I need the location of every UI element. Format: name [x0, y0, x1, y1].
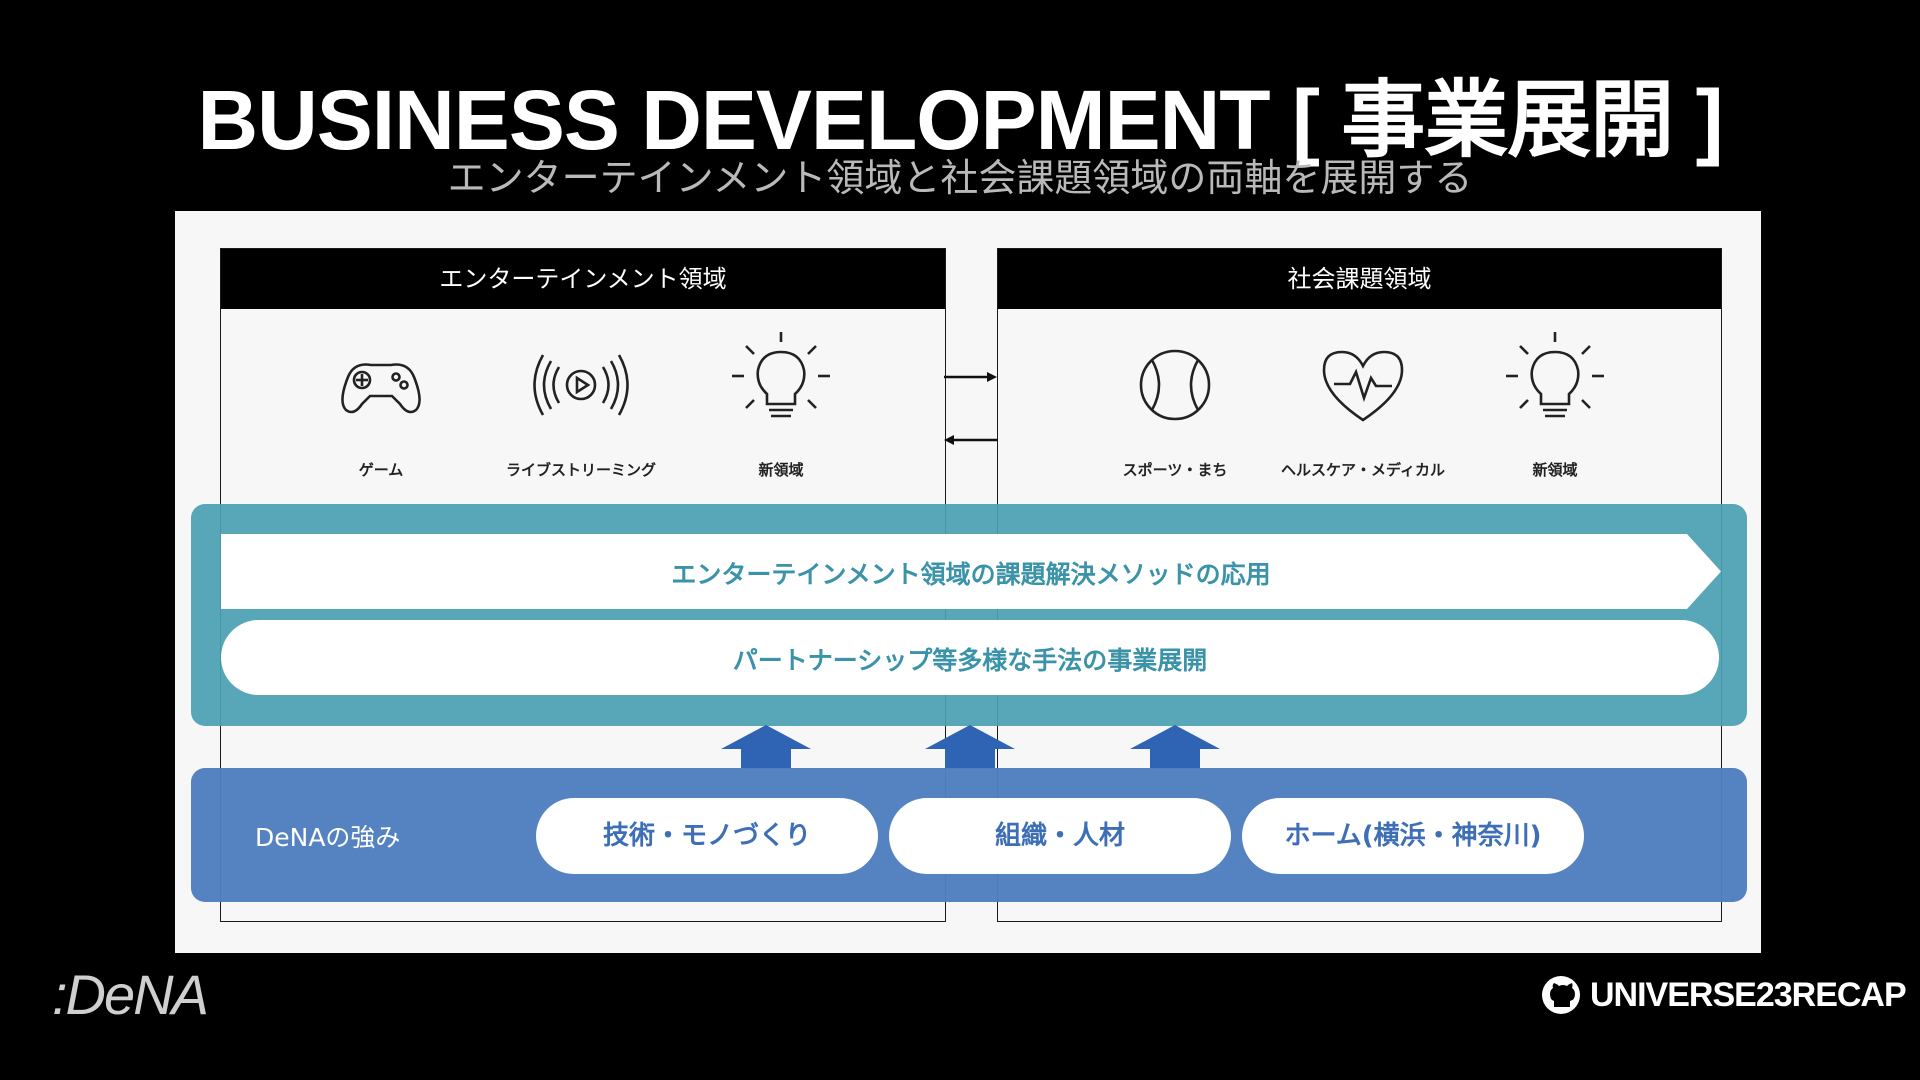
- entertainment-box: エンターテインメント領域: [220, 248, 946, 922]
- up-arrow-icon: [721, 725, 811, 769]
- lightbulb-icon: [726, 328, 836, 438]
- strength-chip-technology: 技術・モノづくり: [536, 798, 878, 874]
- live-streaming-label: ライブストリーミング: [505, 461, 656, 479]
- healthcare-label: ヘルスケア・メディカル: [1281, 461, 1445, 479]
- page-subtitle: エンターテインメント領域と社会課題領域の両軸を展開する: [447, 156, 1473, 200]
- strength-chip-home: ホーム(横浜・神奈川): [1242, 798, 1584, 874]
- exchange-arrows: [944, 372, 997, 445]
- live-streaming-icon: [526, 332, 636, 442]
- lightbulb-icon: [1500, 328, 1610, 438]
- universe-recap-text: UNIVERSE23RECAP: [1590, 975, 1907, 1014]
- up-arrow-icon: [925, 725, 1015, 769]
- page-title: BUSINESS DEVELOPMENT [ 事業展開 ]: [197, 73, 1723, 167]
- new-domain-label: 新領域: [1532, 461, 1578, 479]
- dena-logo: :DeNA: [52, 963, 209, 1026]
- method-banner: エンターテインメント領域の課題解決メソッドの応用: [221, 534, 1721, 609]
- strength-chip-organization: 組織・人材: [889, 798, 1231, 874]
- social-box: 社会課題領域: [997, 248, 1722, 922]
- social-heading: 社会課題領域: [998, 249, 1721, 309]
- game-label: ゲーム: [358, 461, 404, 479]
- gamepad-icon: [326, 332, 436, 442]
- partnership-pill-text: パートナーシップ等多様な手法の事業展開: [732, 646, 1208, 675]
- universe-recap-logo: UNIVERSE23RECAP: [1540, 970, 1907, 1020]
- sports-town-label: スポーツ・まち: [1122, 461, 1228, 479]
- up-arrow-icon: [1130, 725, 1220, 769]
- heart-pulse-icon: [1308, 332, 1418, 442]
- method-banner-text: エンターテインメント領域の課題解決メソッドの応用: [671, 560, 1271, 589]
- entertainment-heading: エンターテインメント領域: [221, 249, 945, 309]
- ball-icon: [1120, 332, 1230, 442]
- partnership-pill: パートナーシップ等多様な手法の事業展開: [221, 620, 1719, 695]
- strengths-label: DeNAの強み: [255, 823, 401, 852]
- new-domain-label: 新領域: [758, 461, 804, 479]
- github-icon: [1542, 976, 1580, 1014]
